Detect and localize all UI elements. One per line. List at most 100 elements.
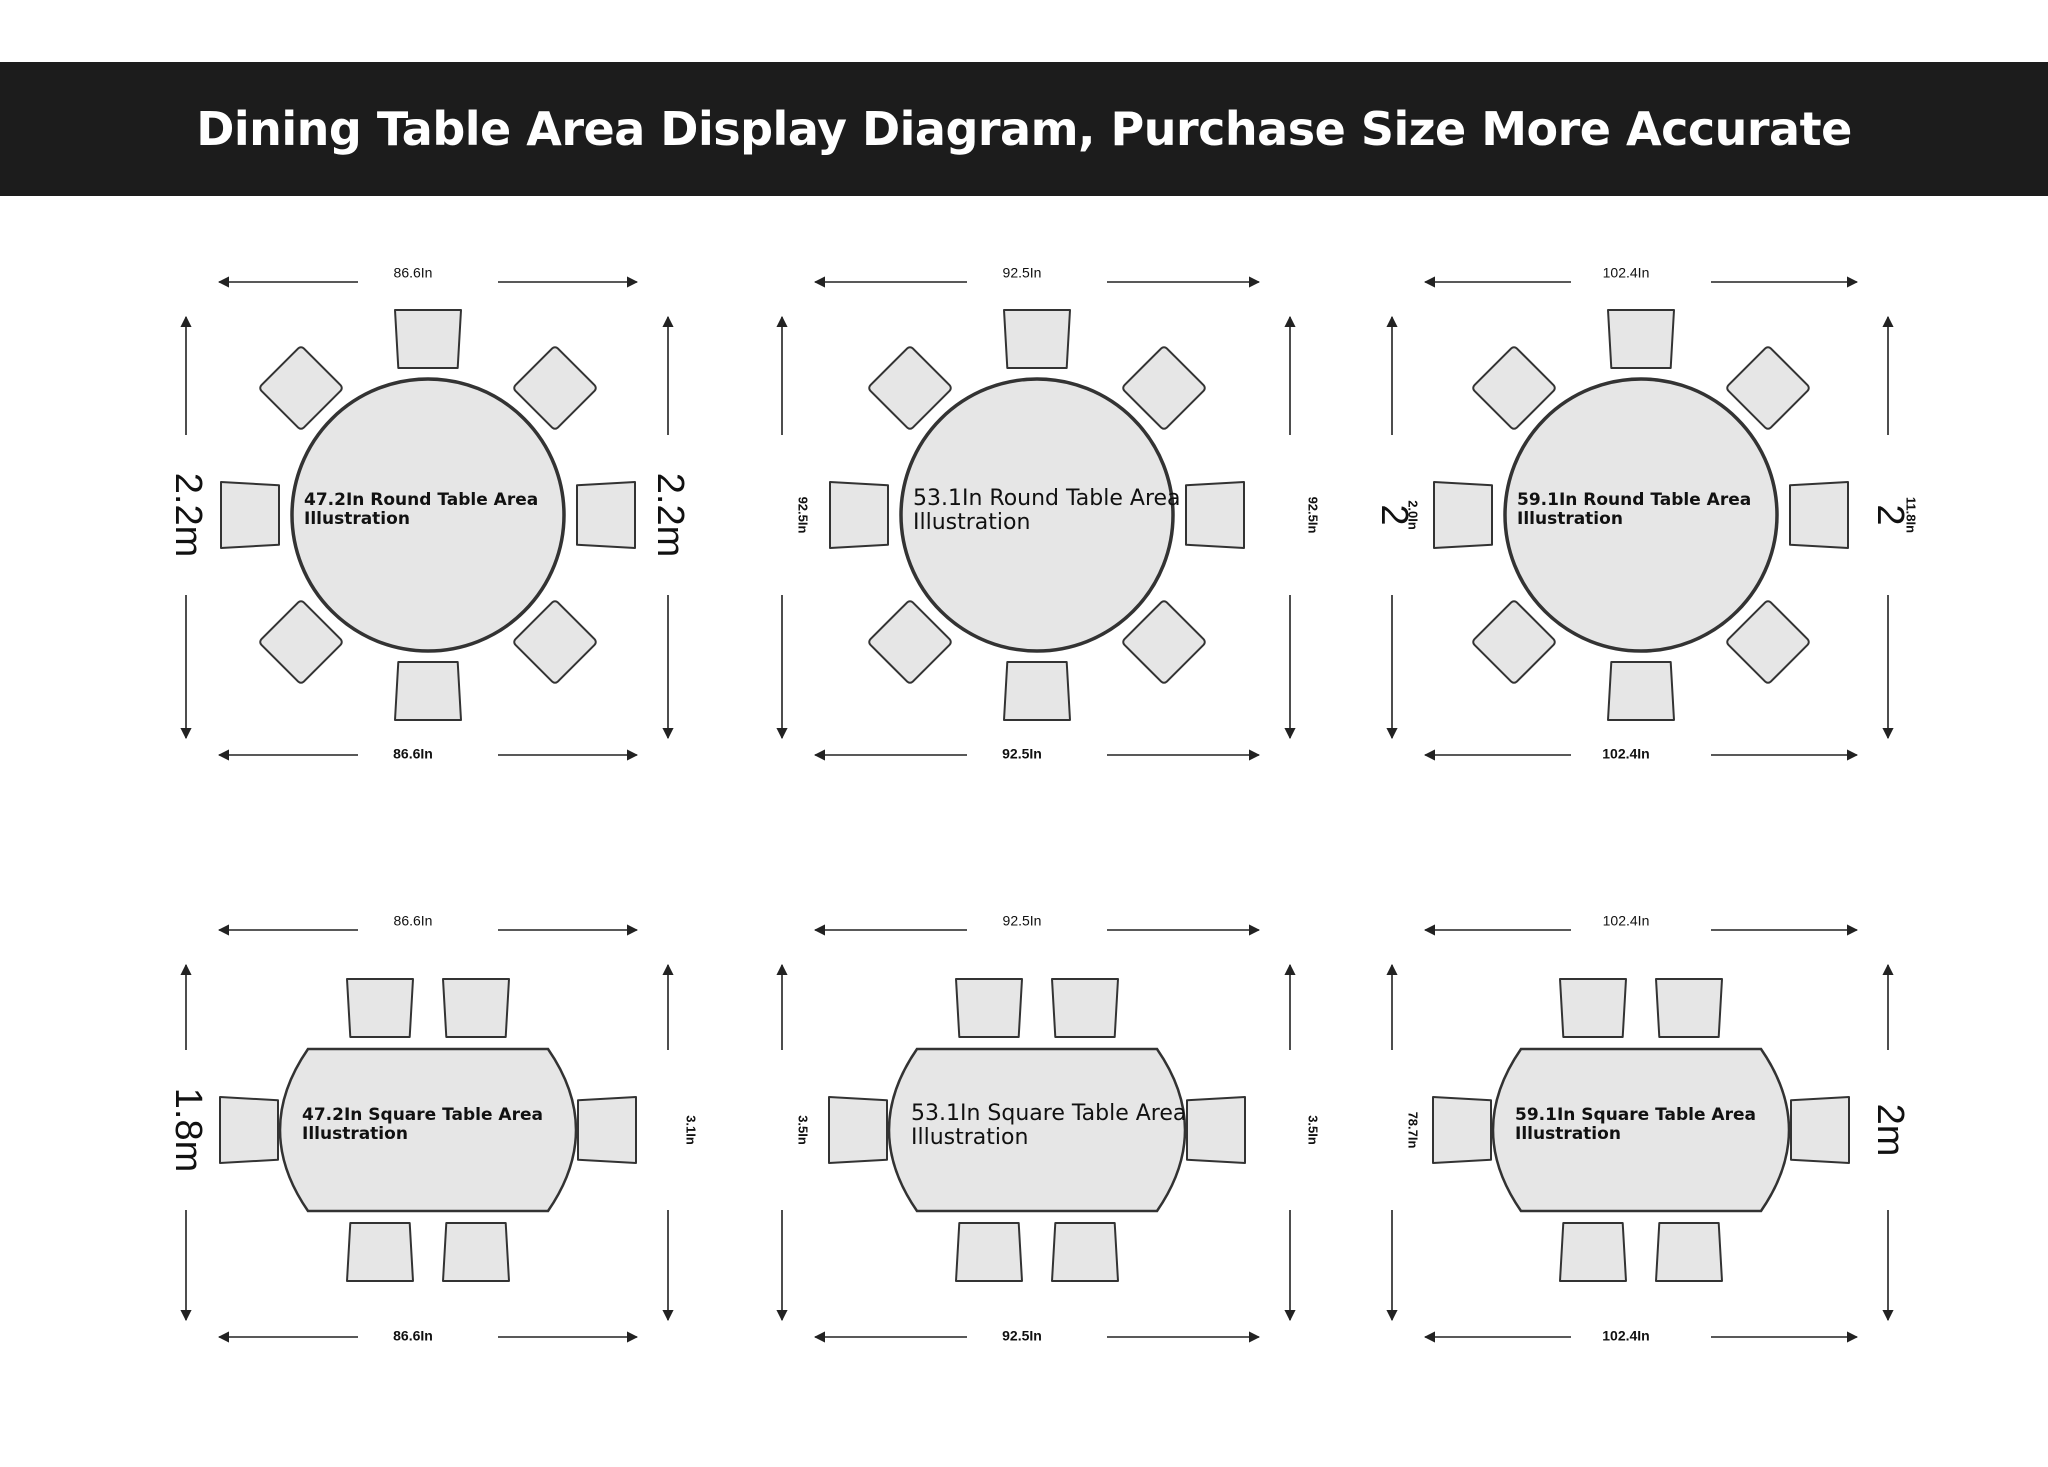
table-area-label: Illustration bbox=[913, 510, 1030, 535]
chair bbox=[394, 661, 462, 721]
chair-seat bbox=[394, 309, 462, 369]
chair-seat bbox=[1726, 346, 1810, 430]
top-dimension-label: 86.6In bbox=[394, 265, 433, 281]
table-area-label: 47.2In Round Table Area bbox=[304, 490, 538, 510]
chair-seat bbox=[1051, 1222, 1119, 1282]
panel-square-47: 86.6In 86.6In 1.8m 3.1In 47.2In Square Table… bbox=[167, 913, 699, 1344]
chair-seat bbox=[346, 1222, 414, 1282]
top-dimension-label: 92.5In bbox=[1003, 913, 1042, 929]
bottom-dimension-label: 86.6In bbox=[393, 746, 433, 762]
left-inner-dimension-label: 92.5In bbox=[796, 497, 811, 534]
chair-seat bbox=[1003, 661, 1071, 721]
right-inner-dimension-label: 92.5In bbox=[1306, 497, 1321, 534]
bottom-dimension-label: 102.4In bbox=[1602, 746, 1649, 762]
table-area-label: 47.2In Square Table Area bbox=[302, 1105, 543, 1125]
table-area-label: Illustration bbox=[304, 509, 410, 529]
bottom-dimension-label: 86.6In bbox=[393, 1328, 433, 1344]
table-area-label: 59.1In Square Table Area bbox=[1515, 1105, 1756, 1125]
chair bbox=[1433, 481, 1493, 549]
right-inner-dimension-label: 3.5In bbox=[1306, 1115, 1321, 1145]
chair-seat bbox=[1432, 1096, 1492, 1164]
page-title: Dining Table Area Display Diagram, Purch… bbox=[196, 102, 1852, 156]
left-dimension-label: 2.2m bbox=[167, 473, 209, 557]
chair-seat bbox=[1655, 978, 1723, 1038]
chair-seat bbox=[1122, 600, 1206, 684]
chair-seat bbox=[1185, 481, 1245, 549]
title-banner: Dining Table Area Display Diagram, Purch… bbox=[0, 62, 2048, 196]
chair-seat bbox=[828, 1096, 888, 1164]
bottom-dimension-label: 92.5In bbox=[1002, 1328, 1042, 1344]
chair bbox=[513, 600, 597, 684]
table-area-label: Illustration bbox=[1517, 509, 1623, 529]
chair bbox=[955, 978, 1023, 1038]
chair bbox=[1559, 1222, 1627, 1282]
chair-seat bbox=[259, 600, 343, 684]
chair-seat bbox=[442, 978, 510, 1038]
chair bbox=[1003, 661, 1071, 721]
chair bbox=[828, 1096, 888, 1164]
chair-seat bbox=[1559, 978, 1627, 1038]
chair-seat bbox=[955, 978, 1023, 1038]
right-dimension-label: 2m bbox=[1869, 1104, 1911, 1157]
chair bbox=[1051, 1222, 1119, 1282]
left-dimension-label: 1.8m bbox=[167, 1088, 209, 1172]
chair-seat bbox=[513, 600, 597, 684]
left-dimension-label: 2 bbox=[1373, 504, 1415, 525]
chair bbox=[577, 1096, 637, 1164]
chair bbox=[955, 1222, 1023, 1282]
chair-seat bbox=[394, 661, 462, 721]
chair-seat bbox=[868, 346, 952, 430]
chair bbox=[346, 978, 414, 1038]
chair-seat bbox=[868, 600, 952, 684]
right-inner-dimension-label: 3.1In bbox=[684, 1115, 699, 1145]
chair bbox=[1472, 346, 1556, 430]
chair-seat bbox=[576, 481, 636, 549]
round-table bbox=[1503, 377, 1779, 653]
chair bbox=[1726, 346, 1810, 430]
chair-seat bbox=[955, 1222, 1023, 1282]
chair bbox=[1790, 1096, 1850, 1164]
oval-table bbox=[887, 1047, 1187, 1213]
top-dimension-label: 102.4In bbox=[1603, 913, 1650, 929]
chair bbox=[1607, 309, 1675, 369]
left-inner-dimension-label: 2.0In bbox=[1406, 500, 1421, 530]
chair-seat bbox=[1607, 661, 1675, 721]
chair bbox=[829, 481, 889, 549]
chair bbox=[868, 346, 952, 430]
chair-seat bbox=[220, 481, 280, 549]
chair-seat bbox=[1790, 1096, 1850, 1164]
chair-seat bbox=[1607, 309, 1675, 369]
chair bbox=[1559, 978, 1627, 1038]
chair bbox=[259, 346, 343, 430]
table-area-label: 53.1In Square Table Area bbox=[911, 1101, 1186, 1126]
oval-table bbox=[278, 1047, 578, 1213]
chair bbox=[220, 481, 280, 549]
chair bbox=[259, 600, 343, 684]
chair bbox=[1122, 346, 1206, 430]
left-inner-dimension-label: 3.5In bbox=[796, 1115, 811, 1145]
top-dimension-label: 86.6In bbox=[394, 913, 433, 929]
chair-seat bbox=[1472, 600, 1556, 684]
right-inner-dimension-label: 11.8In bbox=[1904, 497, 1919, 533]
chair bbox=[513, 346, 597, 430]
chair bbox=[1185, 481, 1245, 549]
oval-table bbox=[1491, 1047, 1791, 1213]
chair-seat bbox=[1186, 1096, 1246, 1164]
chair bbox=[1186, 1096, 1246, 1164]
chair-seat bbox=[1122, 346, 1206, 430]
chair bbox=[1655, 978, 1723, 1038]
table-area-label: 53.1In Round Table Area bbox=[913, 486, 1181, 511]
round-table bbox=[899, 377, 1175, 653]
chair bbox=[868, 600, 952, 684]
chair-seat bbox=[1726, 600, 1810, 684]
top-dimension-label: 102.4In bbox=[1603, 265, 1650, 281]
chair-seat bbox=[1472, 346, 1556, 430]
bottom-dimension-label: 92.5In bbox=[1002, 746, 1042, 762]
chair-seat bbox=[219, 1096, 279, 1164]
chair-seat bbox=[577, 1096, 637, 1164]
chair-seat bbox=[1003, 309, 1071, 369]
